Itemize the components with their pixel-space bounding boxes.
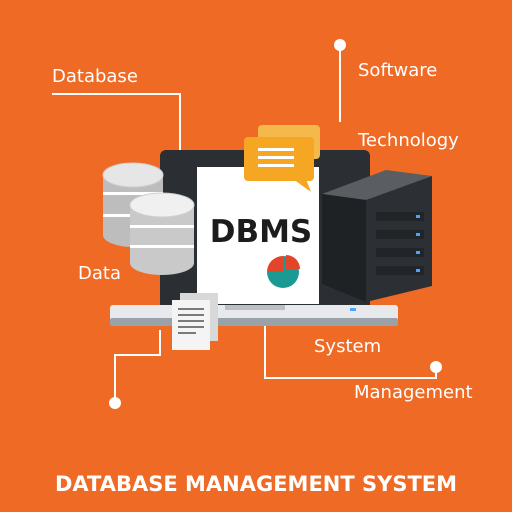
footer-caption: DATABASE MANAGEMENT SYSTEM [54,472,458,496]
dot-management [430,361,442,373]
dbms-title: DBMS [209,214,313,250]
dot-software [334,39,346,51]
chat-bubbles-icon [244,125,320,192]
database-cylinders-icon [102,162,195,275]
connector-data [114,330,161,403]
document-icon [172,293,218,350]
server-rack-icon [322,170,432,302]
label-database: Database [52,66,138,87]
label-technology: Technology [358,130,459,151]
screen-sheet [197,167,319,304]
connector-database [52,93,181,150]
label-software: Software [358,60,438,81]
label-system: System [314,336,382,357]
dot-data [109,397,121,409]
label-data: Data [78,263,121,284]
label-management: Management [354,382,473,403]
pie-chart-icon [267,255,300,288]
